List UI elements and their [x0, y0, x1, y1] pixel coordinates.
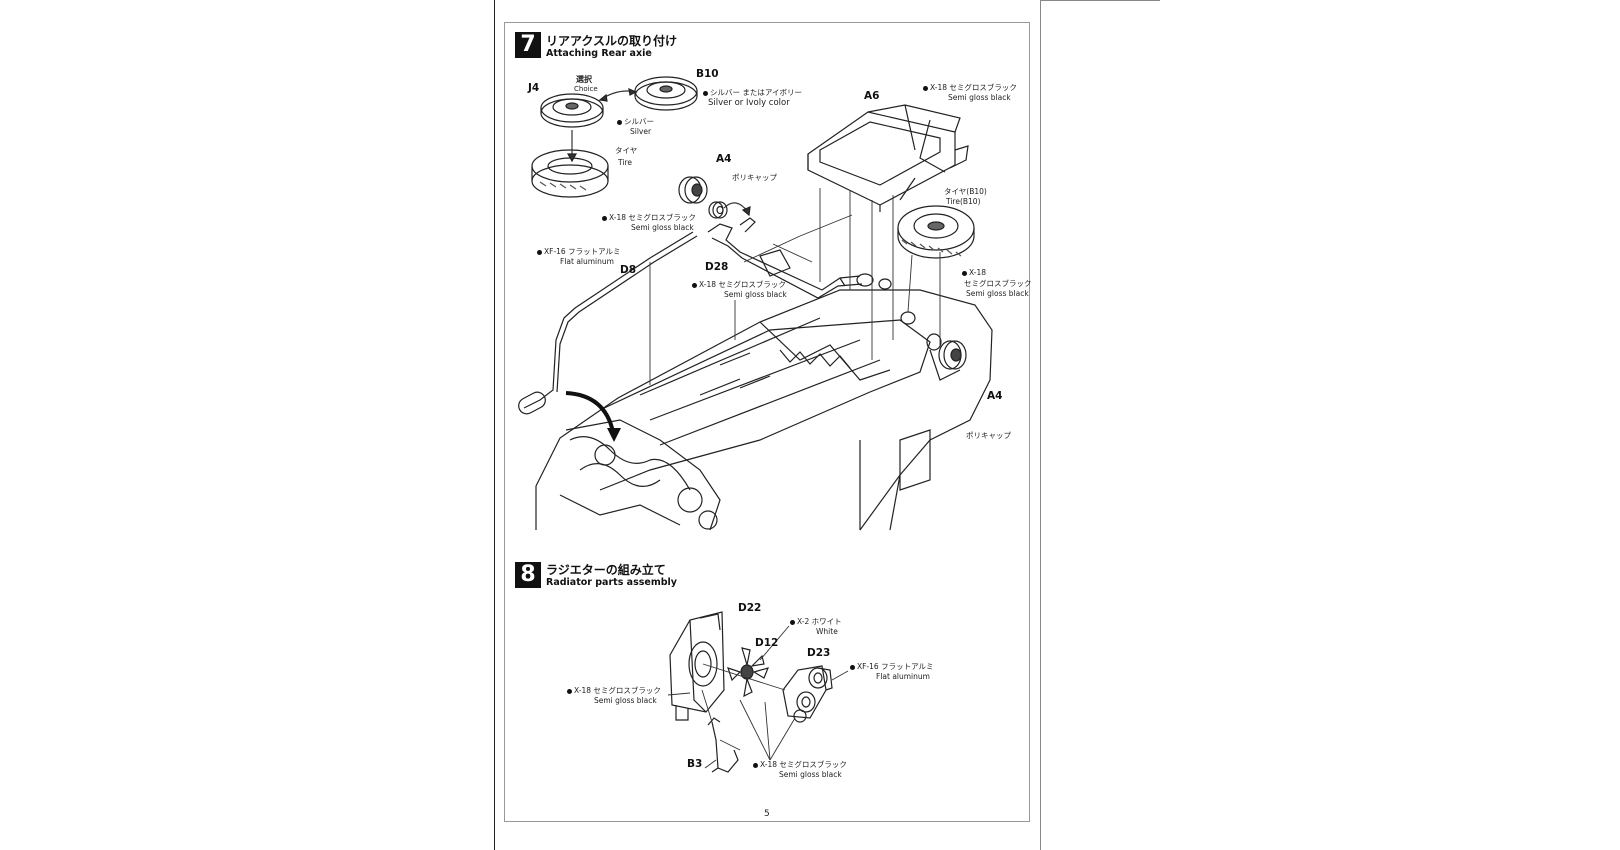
part-d22-icon — [669, 611, 725, 721]
part-b3-icon — [707, 717, 739, 773]
note-d8-paint-en: Flat aluminum — [560, 257, 614, 266]
note-silver-or-ivory-en: Silver or Ivoly color — [708, 98, 790, 108]
note-tire-en: Tire — [618, 158, 632, 167]
step-7-number: 7 — [515, 32, 541, 58]
step-8-title-jp: ラジエターの組み立て — [546, 563, 666, 577]
note-right-paint-1: X-18 — [962, 268, 986, 278]
note-a6-paint-jp: X-18 セミグロスブラック — [930, 83, 1017, 92]
choice-label-en: Choice — [574, 85, 598, 93]
note-polycap-bottom: ポリキャップ — [966, 431, 1011, 440]
paint-dot-icon — [602, 215, 607, 221]
spare-tire-icon — [897, 205, 975, 259]
note-spare-tire-en: Tire(B10) — [946, 197, 981, 206]
paint-dot-icon — [692, 282, 697, 288]
part-label-a4-top: A4 — [716, 153, 732, 165]
part-d12-icon — [727, 647, 770, 698]
step-7-title-en: Attaching Rear axie — [546, 48, 652, 59]
note-white-en: White — [816, 627, 838, 636]
paint-dot-icon — [703, 90, 708, 96]
part-label-a4-bottom: A4 — [987, 390, 1003, 402]
part-label-a6: A6 — [864, 90, 880, 102]
note-bottom-paint: X-18 セミグロスブラック — [753, 760, 847, 770]
note-a6-paint: X-18 セミグロスブラック — [923, 83, 1017, 93]
page-border-top-right — [1040, 0, 1160, 1]
paint-dot-icon — [962, 270, 967, 276]
note-silver: シルバー — [617, 117, 654, 127]
note-spare-tire-jp: タイヤ(B10) — [944, 187, 987, 196]
page-number: 5 — [764, 809, 770, 819]
note-flat-alu: XF-16 フラットアルミ — [850, 662, 934, 672]
part-label-d12: D12 — [755, 637, 779, 649]
paint-dot-icon — [617, 119, 622, 125]
note-d28-paint: X-18 セミグロスブラック — [692, 280, 786, 290]
paint-dot-icon — [567, 688, 572, 694]
paint-dot-icon — [537, 249, 542, 255]
note-silver-jp: シルバー — [624, 117, 654, 126]
note-right-paint-2: セミグロスブラック — [964, 279, 1032, 288]
hub-a4-bottom-icon — [900, 311, 967, 370]
note-silver-en: Silver — [630, 127, 652, 136]
note-flat-alu-en: Flat aluminum — [876, 672, 930, 681]
note-left-paint-en: Semi gloss black — [594, 696, 657, 705]
part-label-d28: D28 — [705, 261, 729, 273]
choice-label-jp: 選択 — [576, 75, 592, 84]
step-8-number: 8 — [515, 562, 541, 588]
note-polycap-top: ポリキャップ — [732, 173, 777, 182]
part-label-j4: J4 — [528, 82, 540, 94]
paint-dot-icon — [753, 762, 758, 768]
note-silver-or-ivory: シルバー またはアイボリー — [703, 88, 802, 98]
part-label-d8: D8 — [620, 264, 637, 276]
note-left-paint-jp: X-18 セミグロスブラック — [574, 686, 661, 695]
part-d8-icon — [518, 231, 698, 415]
part-d23-icon — [782, 665, 833, 723]
part-label-b3: B3 — [687, 758, 703, 770]
note-d28-paint-jp: X-18 セミグロスブラック — [699, 280, 786, 289]
wheel-b10-icon — [634, 76, 698, 111]
part-a6-icon — [807, 104, 969, 212]
note-tire-jp: タイヤ — [615, 146, 638, 155]
hub-a4-top-icon — [678, 176, 708, 204]
note-bottom-paint-en: Semi gloss black — [779, 770, 842, 779]
car-chassis-icon — [535, 289, 993, 531]
page-border-left — [494, 0, 495, 850]
note-d28-paint-en: Semi gloss black — [724, 290, 787, 299]
step-7-title-jp: リアアクスルの取り付け — [546, 34, 678, 48]
part-label-b10: B10 — [696, 68, 719, 80]
page-border-right — [1040, 0, 1041, 850]
note-d8-paint-jp: XF-16 フラットアルミ — [544, 247, 621, 256]
paint-dot-icon — [850, 664, 855, 670]
note-a6-paint-en: Semi gloss black — [948, 93, 1011, 102]
note-right-paint-1-text: X-18 — [969, 268, 987, 277]
note-a4-paint-jp: X-18 セミグロスブラック — [609, 213, 696, 222]
wheel-j4-icon — [540, 93, 604, 128]
part-label-d23: D23 — [807, 647, 831, 659]
paint-dot-icon — [790, 619, 795, 625]
note-a4-paint-en: Semi gloss black — [631, 223, 694, 232]
note-left-paint: X-18 セミグロスブラック — [567, 686, 661, 696]
note-d8-paint: XF-16 フラットアルミ — [537, 247, 621, 257]
note-silver-or-ivory-jp: シルバー またはアイボリー — [710, 88, 803, 97]
note-flat-alu-jp: XF-16 フラットアルミ — [857, 662, 934, 671]
note-bottom-paint-jp: X-18 セミグロスブラック — [760, 760, 847, 769]
paint-dot-icon — [923, 85, 928, 91]
step-8-title-en: Radiator parts assembly — [546, 577, 677, 588]
note-white: X-2 ホワイト — [790, 617, 842, 627]
note-right-paint-en: Semi gloss black — [966, 289, 1029, 298]
note-white-jp: X-2 ホワイト — [797, 617, 842, 626]
polycap-top-icon — [708, 201, 728, 219]
inner-frame — [504, 22, 1030, 822]
note-a4-paint: X-18 セミグロスブラック — [602, 213, 696, 223]
part-label-d22: D22 — [738, 602, 762, 614]
part-d28-icon — [707, 217, 892, 299]
